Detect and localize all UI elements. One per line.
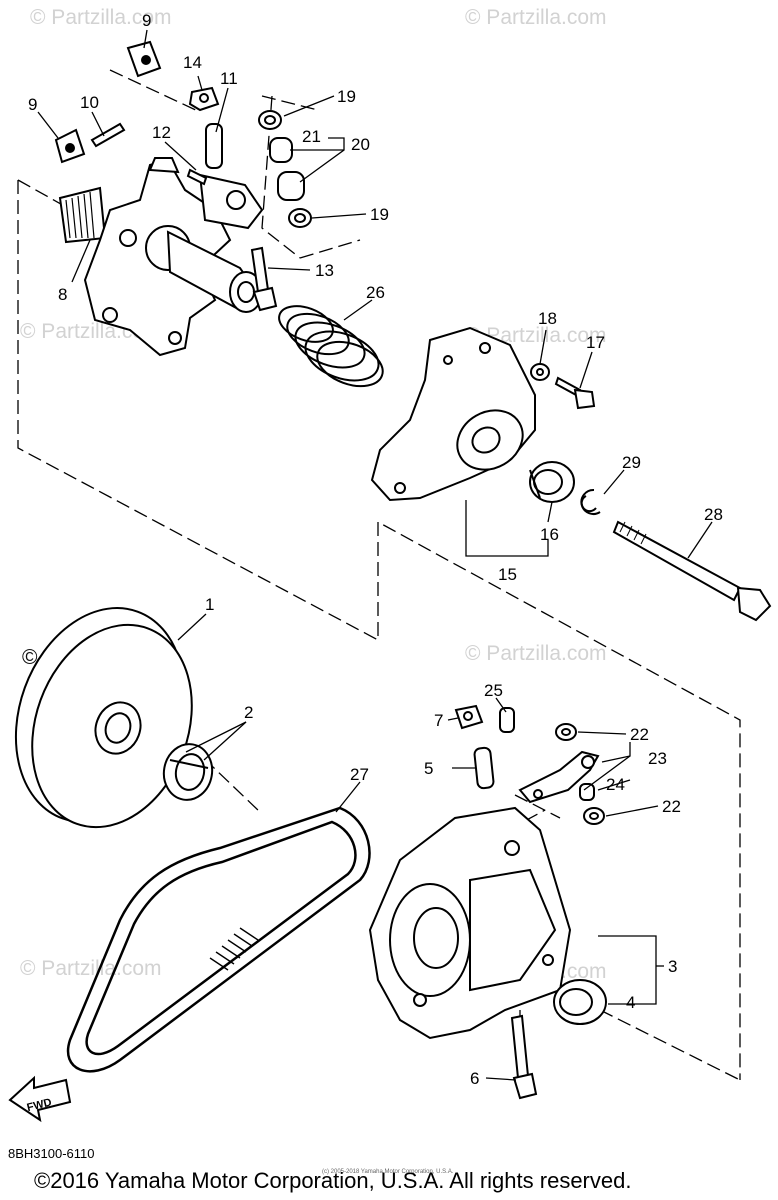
callout-8: 8 xyxy=(58,285,67,304)
callout-2: 2 xyxy=(244,703,253,722)
callout-18: 18 xyxy=(538,309,557,328)
callout-11: 11 xyxy=(220,69,238,88)
watermark: © Partzilla.com xyxy=(30,6,172,29)
callout-26: 26 xyxy=(366,283,385,302)
primary-housing-3 xyxy=(368,806,572,1040)
nut-7 xyxy=(454,704,484,730)
callout-22: 22 xyxy=(662,797,681,816)
leader-lines xyxy=(37,29,713,1081)
washer-22-bottom xyxy=(583,807,605,825)
bolt-6 xyxy=(510,1014,538,1100)
callout-16: 16 xyxy=(540,525,559,544)
drive-belt-27 xyxy=(66,806,371,1073)
pin-25 xyxy=(499,707,515,733)
callout-19: 19 xyxy=(337,87,356,106)
callout-4: 4 xyxy=(626,993,635,1012)
callout-27: 27 xyxy=(350,765,369,784)
bolt-13 xyxy=(250,246,278,312)
callout-1: 1 xyxy=(205,595,214,614)
callout-28: 28 xyxy=(704,505,723,524)
callout-23: 23 xyxy=(648,749,667,768)
fwd-arrow-icon: FWD xyxy=(8,1075,72,1123)
washer-22-top xyxy=(555,723,577,741)
spring-26 xyxy=(278,305,384,388)
bushing-16 xyxy=(529,461,575,503)
roller-24 xyxy=(579,783,595,801)
callout-25: 25 xyxy=(484,681,503,700)
callout-17: 17 xyxy=(586,333,605,352)
collar-21 xyxy=(269,137,293,163)
callout-22: 22 xyxy=(630,725,649,744)
callout-20: 20 xyxy=(351,135,370,154)
fwd-label: FWD xyxy=(26,1096,53,1114)
collar-20 xyxy=(277,171,305,201)
callout-24: 24 xyxy=(606,775,625,794)
callout-21: 21 xyxy=(302,127,321,146)
watermark: © Partzilla.com xyxy=(465,642,607,665)
pin-10 xyxy=(90,122,126,148)
nut-14 xyxy=(188,86,220,112)
callout-14: 14 xyxy=(183,53,202,72)
small-print: (c) 2005-2018 Yamaha Motor Corporation, … xyxy=(322,1169,454,1175)
sliding-sheave-1 xyxy=(14,607,193,829)
callout-6: 6 xyxy=(470,1069,479,1088)
diagram-code: 8BH3100-6110 xyxy=(8,1146,95,1161)
watermark: © Partzilla.com xyxy=(20,957,162,980)
callout-12: 12 xyxy=(152,123,171,142)
bushing-2 xyxy=(162,743,214,801)
pin-11 xyxy=(205,123,223,169)
pin-12 xyxy=(186,168,208,186)
bolt-17 xyxy=(554,376,596,410)
pin-5 xyxy=(473,746,495,790)
cap-assembly-15 xyxy=(370,326,536,502)
callout-5: 5 xyxy=(424,759,433,778)
callout-9: 9 xyxy=(142,11,151,30)
arm-23 xyxy=(518,750,600,804)
copyright-notice: ©2016 Yamaha Motor Corporation, U.S.A. A… xyxy=(34,1168,632,1193)
clip-29 xyxy=(580,488,601,515)
sheave-spider-assembly xyxy=(58,157,264,357)
washer-19-bottom xyxy=(288,208,312,228)
callout-9: 9 xyxy=(28,95,37,114)
watermark: © Partzilla.com xyxy=(465,6,607,29)
callout-3: 3 xyxy=(668,957,677,976)
callout-10: 10 xyxy=(80,93,99,112)
bolt-28 xyxy=(612,520,772,622)
callout-13: 13 xyxy=(315,261,334,280)
callout-15: 15 xyxy=(498,565,517,584)
roller-weight-top xyxy=(126,40,162,78)
washer-18 xyxy=(530,363,550,381)
bushing-4 xyxy=(553,979,607,1025)
callout-7: 7 xyxy=(434,711,443,730)
callout-19: 19 xyxy=(370,205,389,224)
callout-29: 29 xyxy=(622,453,641,472)
callout-numbers: 1 2 3 4 5 6 7 8 9 9 10 11 12 13 14 15 16… xyxy=(28,11,723,1088)
washer-19-top xyxy=(258,110,282,130)
roller-weight-left xyxy=(54,128,86,164)
